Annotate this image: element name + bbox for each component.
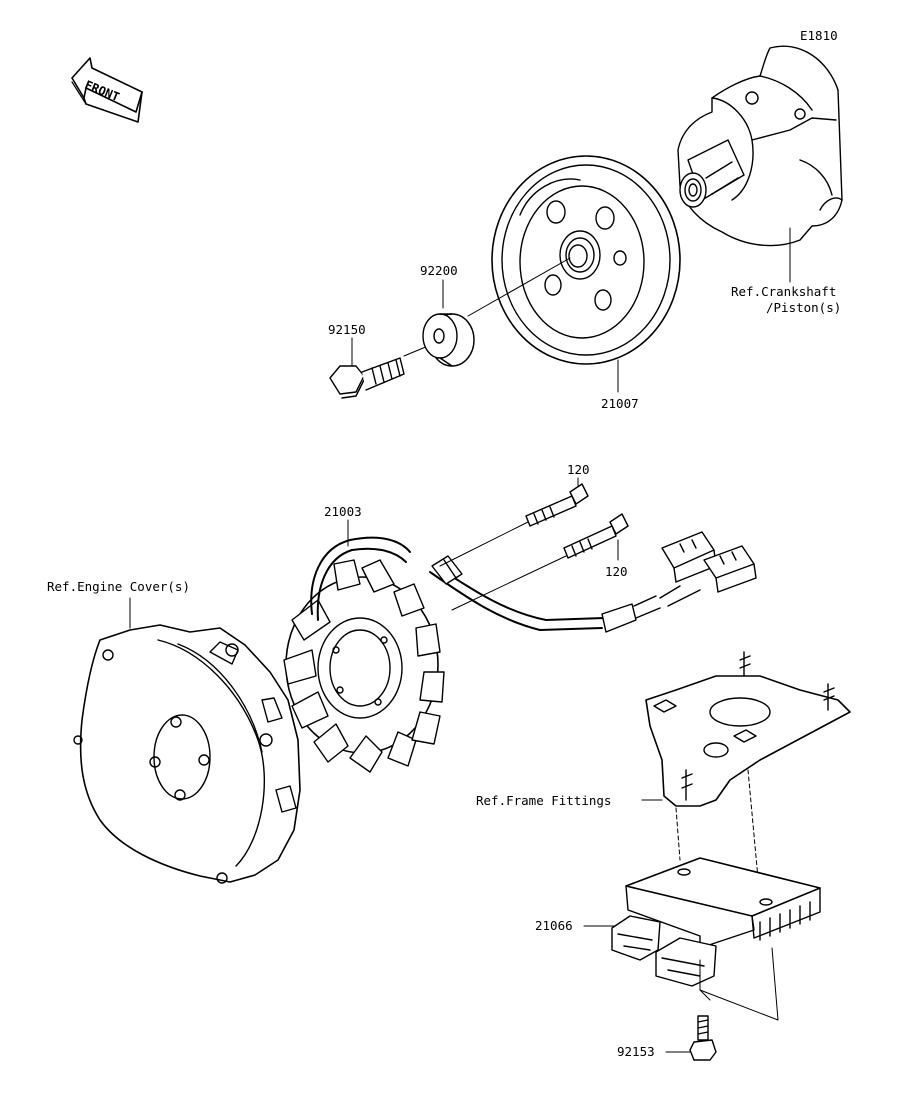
ref-engine-cover-label: Ref.Engine Cover(s) [47,579,190,594]
part-label-21007: 21007 [601,396,639,411]
ref-piston-label: /Piston(s) [766,300,842,315]
regulator-21066-part [583,857,821,1021]
part-label-92200: 92200 [420,263,458,278]
rotor-21007-part [491,155,681,393]
front-arrow-icon [71,57,143,123]
part-label-120-upper: 120 [567,462,590,477]
part-label-21066: 21066 [535,918,573,933]
washer-92200-part [422,313,475,367]
frame-fittings-ref-part [641,651,851,901]
bolt-120-upper-part [439,477,589,567]
stator-21003-part [283,519,757,773]
ref-crankshaft-label: Ref.Crankshaft [731,284,837,299]
part-label-92150: 92150 [328,322,366,337]
bolt-92153-part [665,1015,717,1061]
crankshaft-ref-part [677,45,843,283]
part-label-21003: 21003 [324,504,362,519]
diagram-code: E1810 [800,28,838,43]
ref-frame-fittings-label: Ref.Frame Fittings [476,793,612,808]
part-label-120-lower: 120 [605,564,628,579]
bolt-120-lower-part [451,513,629,611]
engine-cover-ref-part [73,597,301,884]
bolt-92150-part [329,357,405,399]
part-label-92153: 92153 [617,1044,655,1059]
